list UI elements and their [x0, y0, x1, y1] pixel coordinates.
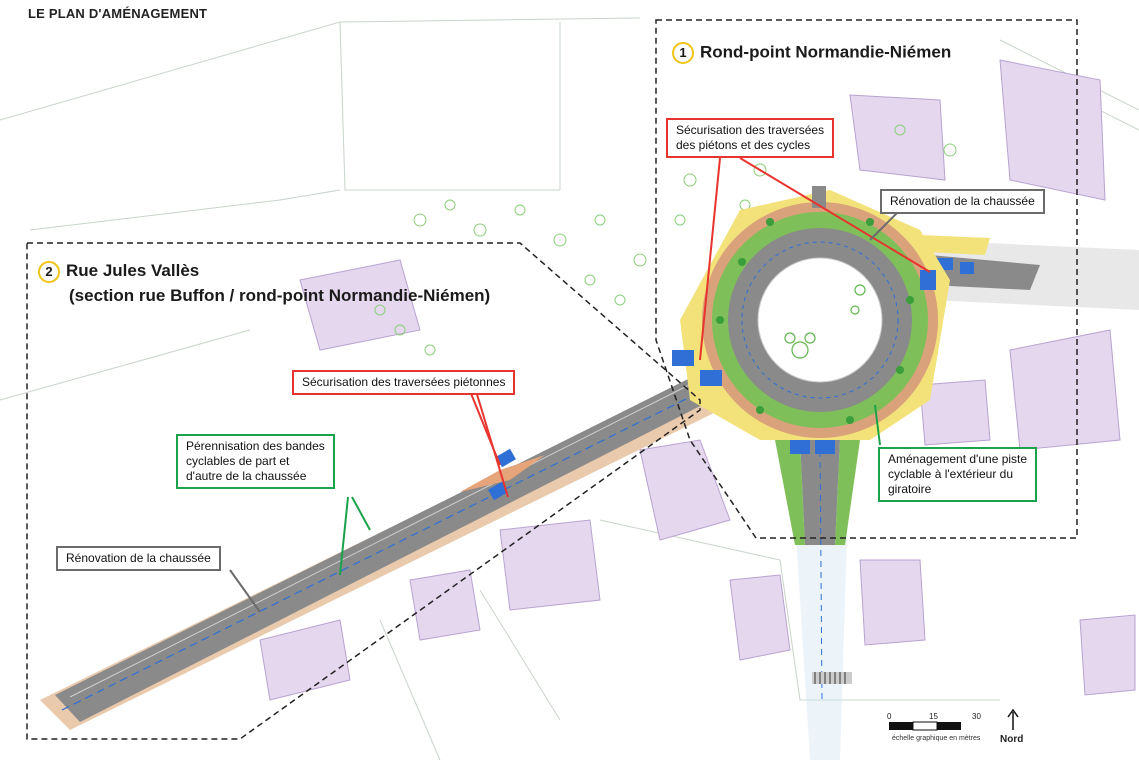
callout-line: Rénovation de la chaussée	[66, 551, 211, 565]
callout-line: Rénovation de la chaussée	[890, 194, 1035, 208]
zone-boundaries	[26, 19, 1078, 740]
leader-red-2b	[475, 390, 509, 498]
zone-2-label-line2: (section rue Buffon / rond-point Normand…	[69, 286, 491, 305]
zone-1-number-badge: 1	[672, 42, 694, 64]
east-road	[920, 235, 1139, 310]
callout-line: Sécurisation des traversées	[676, 123, 825, 137]
callout-line: Sécurisation des traversées piétonnes	[302, 375, 506, 389]
tree-area	[374, 124, 957, 356]
leader-green-2	[874, 404, 881, 446]
north-arrow-icon	[1007, 708, 1019, 730]
callout-line: cyclable à l'extérieur du	[888, 467, 1014, 481]
scale-tick-30: 30	[972, 712, 981, 721]
callout-line: d'autre de la chaussée	[186, 469, 307, 483]
callout-securisation-pietons-cycles: Sécurisation des traversées des piétons …	[666, 118, 835, 158]
scale-tick-15: 15	[929, 712, 938, 721]
callout-line: giratoire	[888, 482, 932, 496]
callout-securisation-pietonnes: Sécurisation des traversées piétonnes	[292, 370, 516, 395]
callout-perennisation: Pérennisation des bandes cyclables de pa…	[176, 434, 335, 489]
roundabout	[672, 186, 950, 454]
north-label: Nord	[1000, 734, 1024, 745]
zone-2-label-line1: Rue Jules Vallès	[66, 261, 200, 280]
callout-line: des piétons et des cycles	[676, 138, 811, 152]
zone-1-boundary	[655, 19, 1078, 539]
leader-grey-2	[229, 569, 261, 613]
callout-renovation-street: Rénovation de la chaussée	[56, 546, 221, 571]
zone-2-boundary	[26, 242, 701, 740]
scale-caption: échelle graphique en mètres	[892, 735, 981, 742]
zone-1-title: 1 Rond-point Normandie-Niémen	[672, 42, 951, 64]
leader-red-1a	[699, 157, 721, 361]
south-road	[775, 439, 860, 760]
callout-amenagement: Aménagement d'une piste cyclable à l'ext…	[878, 447, 1038, 502]
zone-2-title: 2 Rue Jules Vallès (section rue Buffon / …	[38, 258, 490, 308]
buildings	[259, 59, 1136, 701]
leader-green-1a	[351, 496, 371, 531]
zone-2-number-badge: 2	[38, 260, 60, 283]
leader-green-1b	[339, 496, 349, 576]
leader-grey-1	[869, 209, 901, 241]
callout-line: Aménagement d'une piste	[888, 452, 1028, 466]
callout-renovation-roundabout: Rénovation de la chaussée	[880, 189, 1045, 214]
page-header: LE PLAN D'AMÉNAGEMENT	[28, 6, 208, 21]
scale-bar	[889, 721, 961, 731]
scale-tick-0: 0	[887, 712, 892, 721]
zone-1-label: Rond-point Normandie-Niémen	[700, 42, 952, 62]
leader-lines	[229, 157, 931, 613]
callout-line: cyclables de part et	[186, 454, 290, 468]
callout-line: Pérennisation des bandes	[186, 439, 325, 453]
leader-red-1b	[739, 157, 931, 273]
rue-jules-valles	[40, 378, 720, 730]
